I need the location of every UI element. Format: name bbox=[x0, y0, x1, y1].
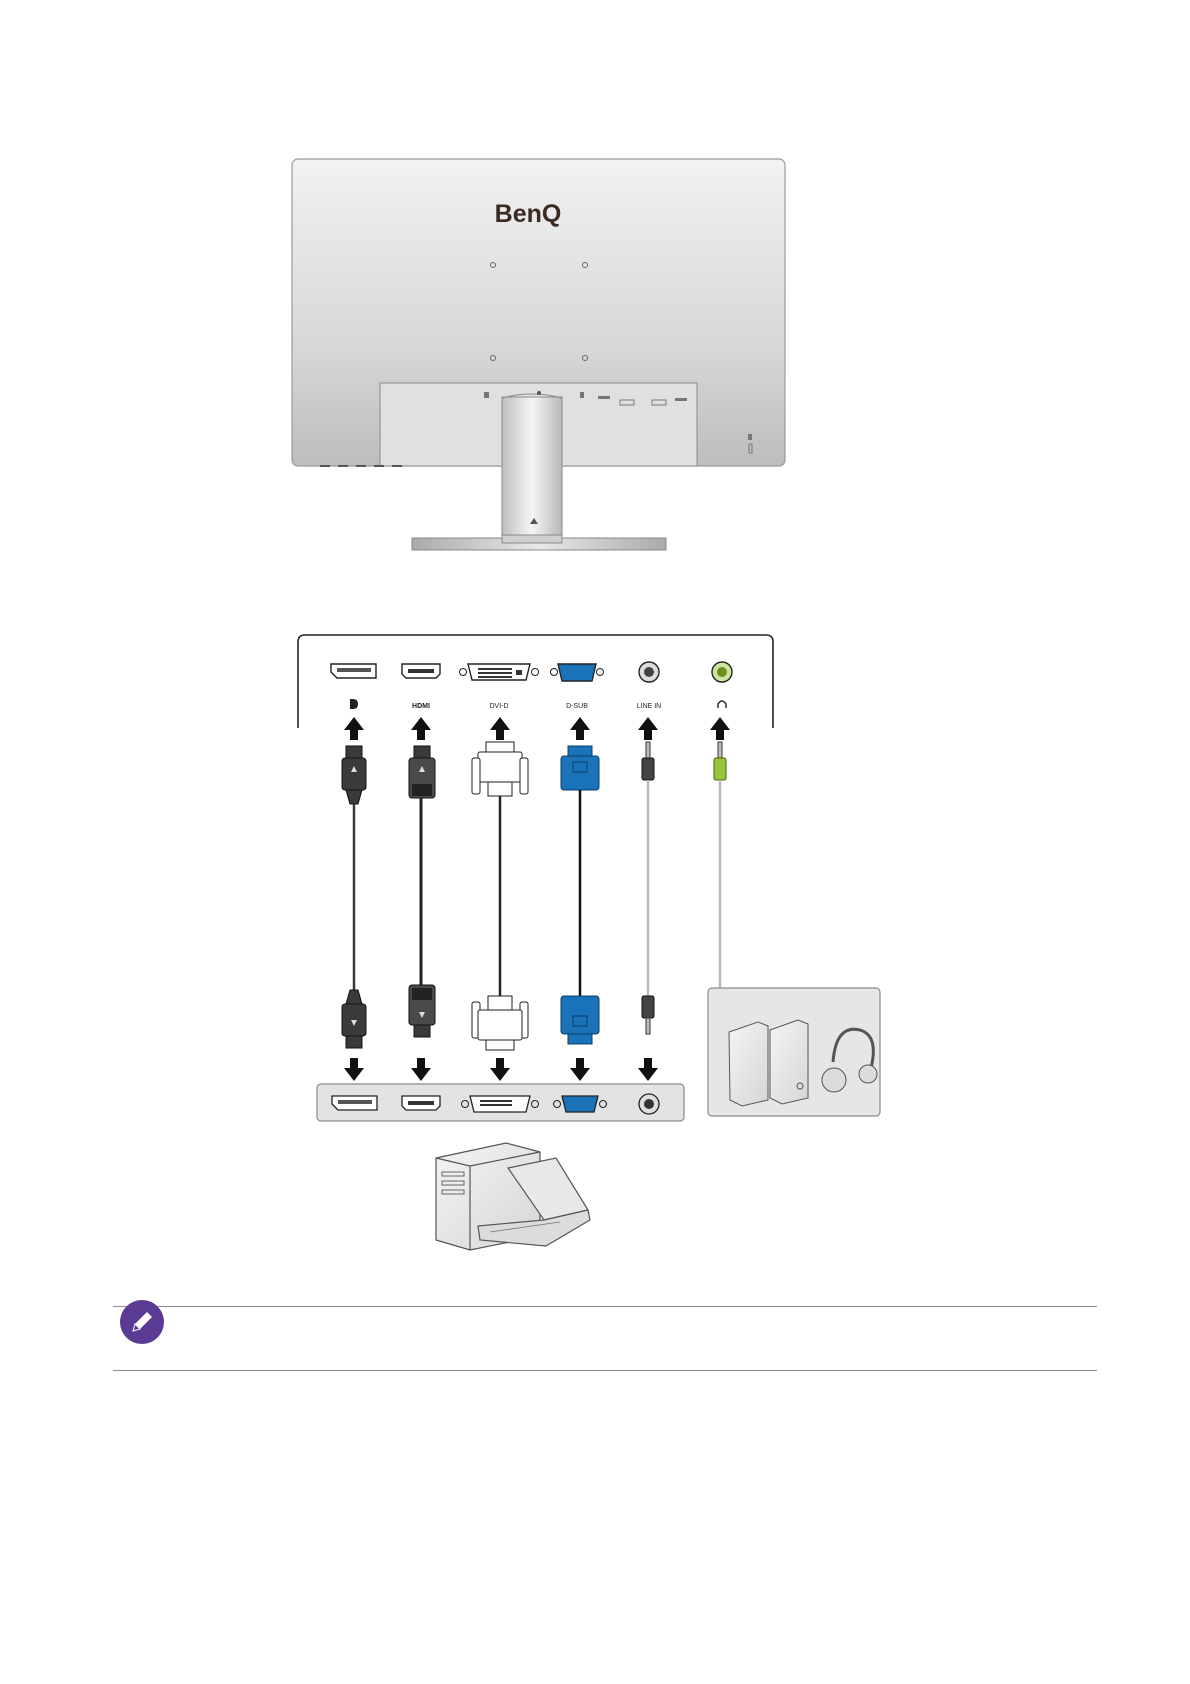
port-label-dsub: D-SUB bbox=[566, 703, 588, 710]
monitor-stand-neck bbox=[502, 397, 562, 535]
hdmi-icon bbox=[598, 396, 610, 399]
dsub-cable bbox=[561, 746, 599, 1044]
note-top-rule bbox=[113, 1306, 1097, 1307]
port-label-hdmi: HDMI bbox=[412, 703, 430, 710]
dsub-port bbox=[558, 664, 596, 681]
headphone-cable bbox=[714, 742, 726, 988]
monitor-port-panel: HDMI DVI-D D-SUB LINE IN bbox=[298, 635, 773, 728]
port-label-line-in: LINE IN bbox=[637, 703, 662, 710]
lock-icon bbox=[748, 434, 752, 440]
brand-logo: BenQ bbox=[495, 200, 562, 228]
headphone-icon bbox=[580, 392, 584, 398]
port-label-dvi: DVI-D bbox=[489, 703, 508, 710]
displayport-cable bbox=[342, 746, 366, 1048]
monitor-back: BenQ bbox=[292, 159, 785, 550]
computer-and-laptop-icon bbox=[436, 1143, 590, 1250]
note-bottom-rule bbox=[113, 1370, 1097, 1371]
note-badge bbox=[118, 1298, 166, 1346]
pencil-icon bbox=[118, 1298, 166, 1346]
audio-cable bbox=[642, 742, 654, 1034]
dsub-icon bbox=[675, 398, 687, 401]
hdmi-cable bbox=[409, 746, 435, 1037]
displayport-icon bbox=[350, 699, 358, 709]
power-icon bbox=[484, 392, 489, 398]
speakers-and-headphones-icon bbox=[708, 988, 880, 1116]
connect-arrows-down bbox=[344, 1058, 658, 1081]
computer-port-bar bbox=[317, 1084, 684, 1121]
dvi-cable bbox=[472, 742, 528, 1050]
